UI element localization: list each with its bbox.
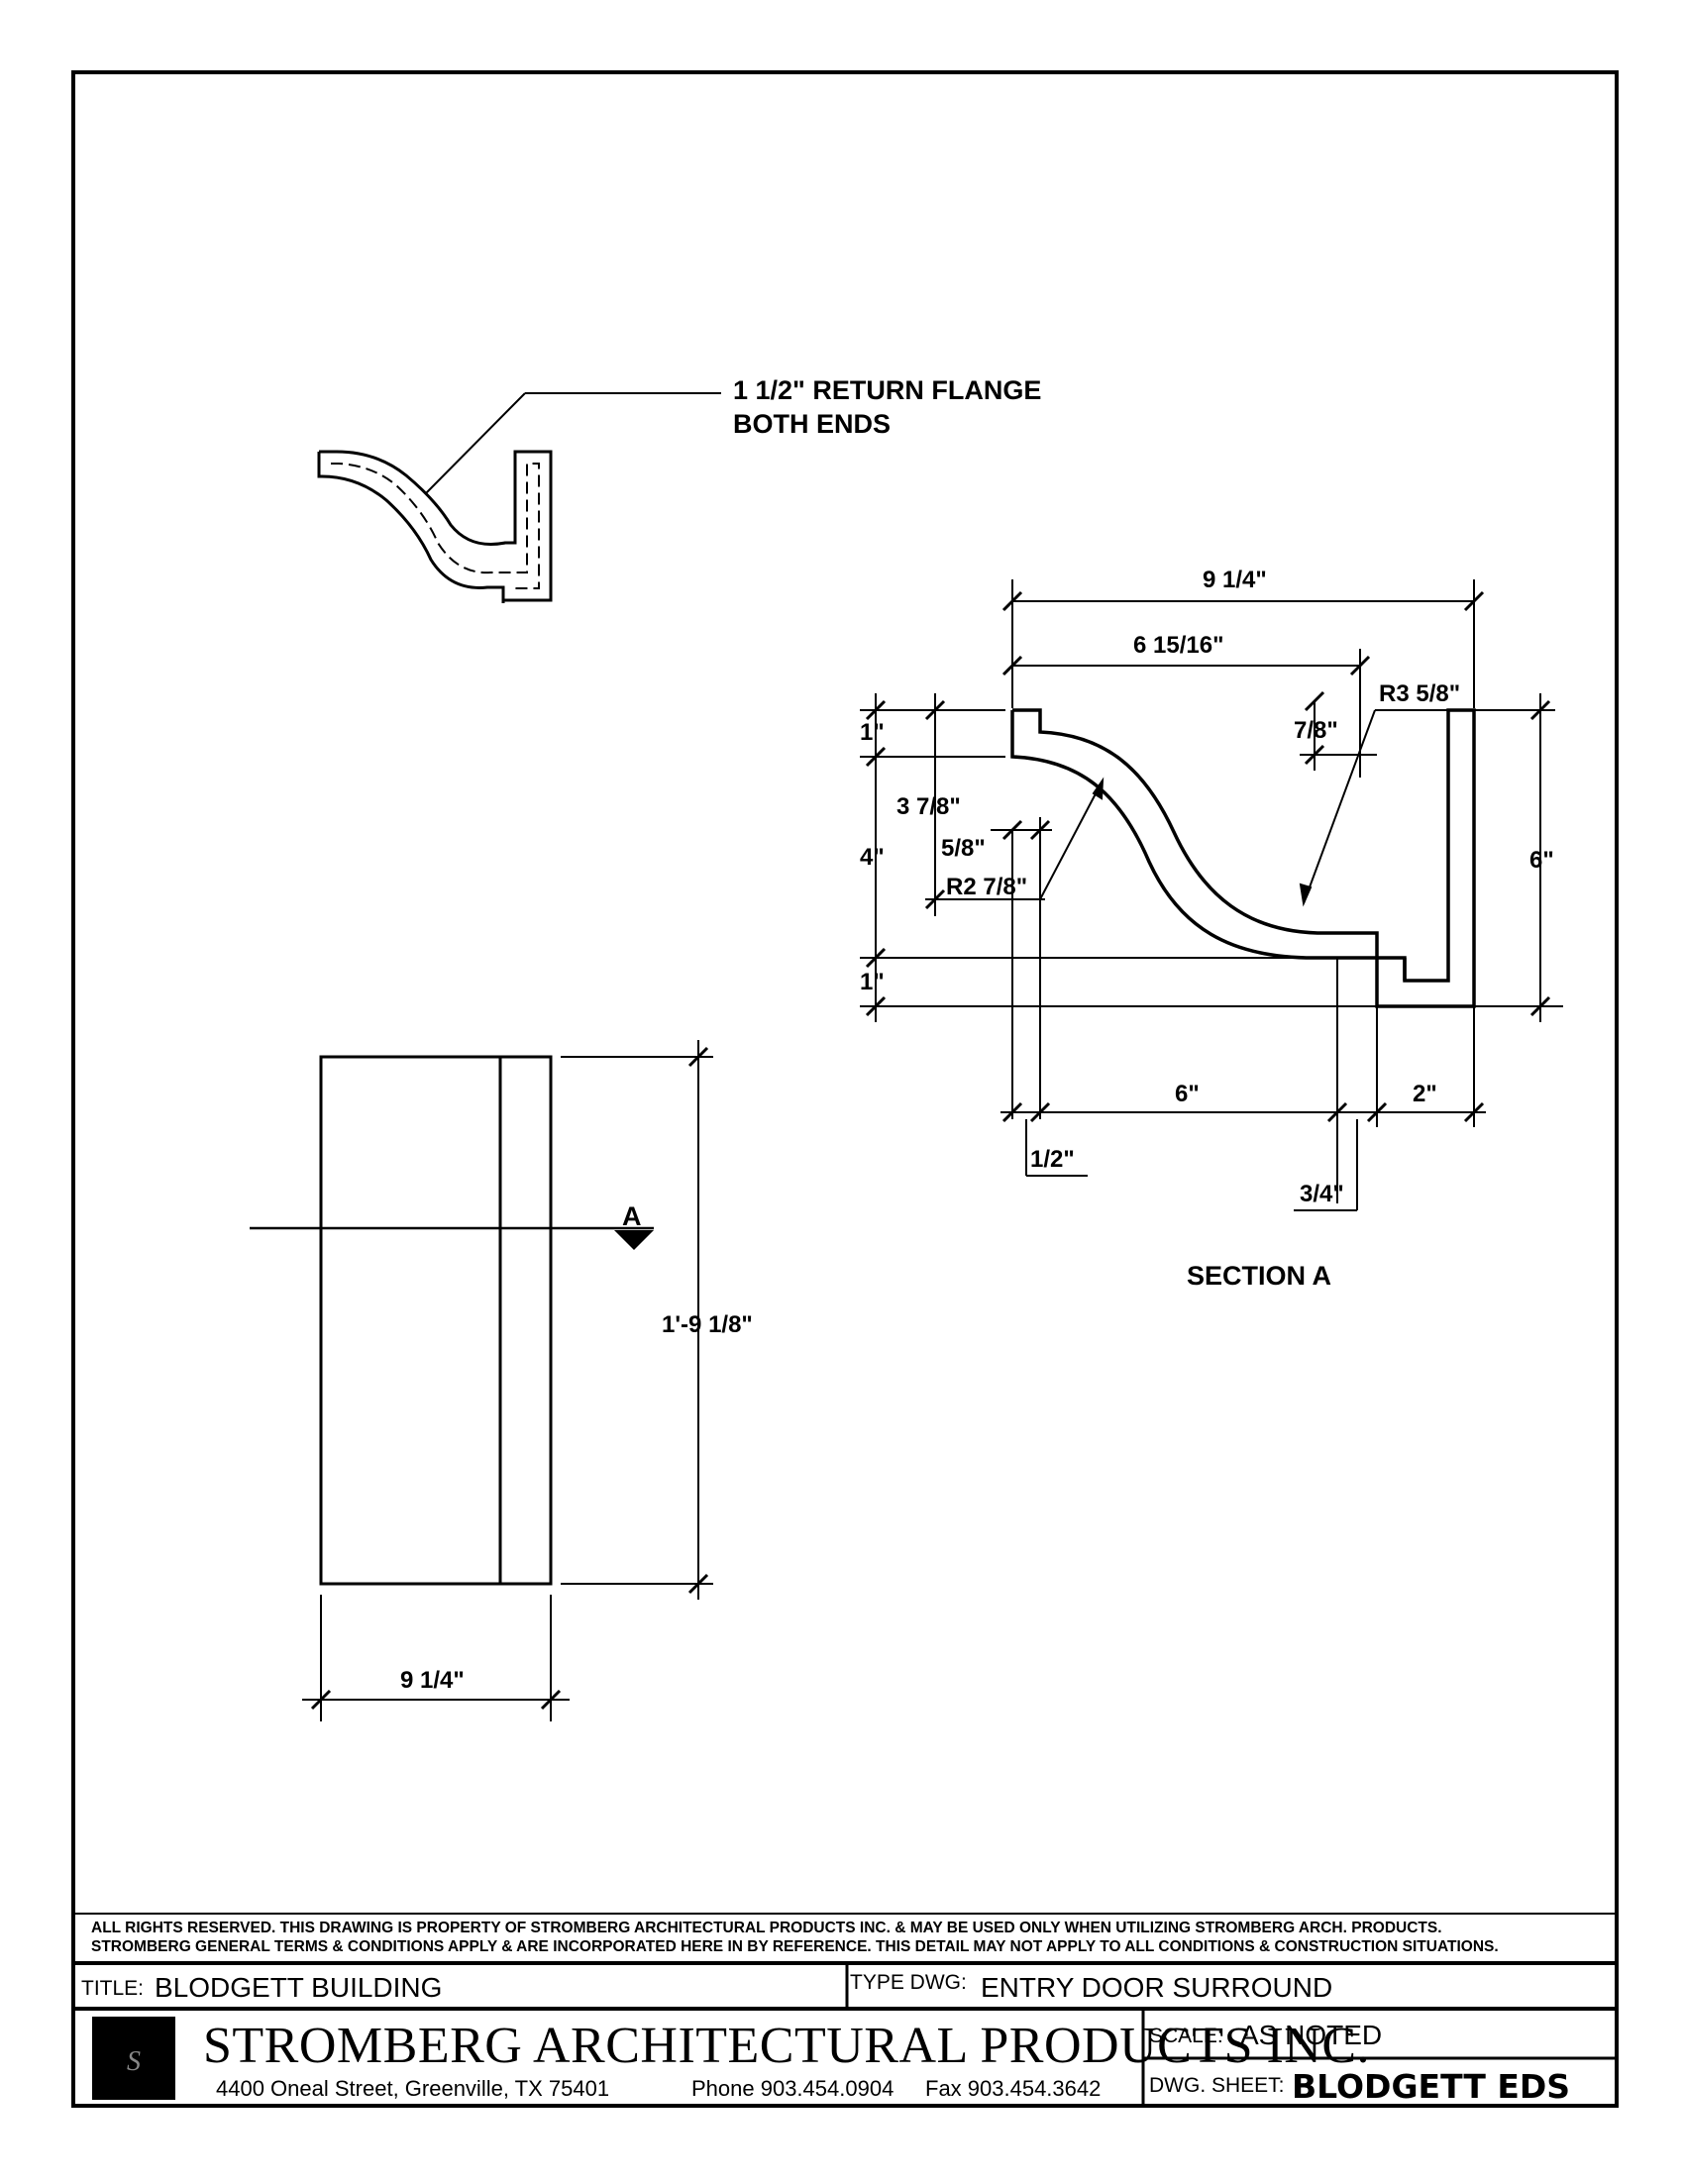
profile-sketch xyxy=(317,450,553,603)
dim-half: 1/2" xyxy=(1030,1146,1075,1173)
flange-note-line2: BOTH ENDS xyxy=(733,409,891,439)
dim-elevation-width: 9 1/4" xyxy=(400,1667,465,1694)
title-value: BLODGETT BUILDING xyxy=(155,1972,442,2003)
dim-small-offset: 7/8" xyxy=(1294,717,1338,744)
elevation-dimensions xyxy=(250,1040,713,1721)
scale-label: SCALE: xyxy=(1149,2025,1223,2047)
sheet-label: DWG. SHEET: xyxy=(1149,2074,1285,2097)
dim-depth: 3 7/8" xyxy=(896,793,961,820)
sheet-border xyxy=(71,70,1619,2108)
section-a-profile xyxy=(1010,708,1476,1008)
front-elevation xyxy=(319,1055,553,1586)
scale-value: AS NOTED xyxy=(1240,2020,1382,2050)
rights-line-1: ALL RIGHTS RESERVED. THIS DRAWING IS PRO… xyxy=(91,1920,1442,1936)
sheet-value: BLODGETT EDS xyxy=(1292,2067,1570,2106)
company-address: 4400 Oneal Street, Greenville, TX 75401 xyxy=(216,2076,609,2101)
type-dwg-value: ENTRY DOOR SURROUND xyxy=(981,1972,1332,2003)
dim-radius-small: R2 7/8" xyxy=(946,874,1027,900)
dim-overall-height: 6" xyxy=(1529,847,1554,874)
dim-bottom-flange: 1" xyxy=(860,969,885,995)
section-marker: A xyxy=(622,1201,642,1231)
dim-overall-width: 9 1/4" xyxy=(1203,567,1267,593)
dim-height-4: 4" xyxy=(860,844,885,871)
title-block xyxy=(73,1913,1617,2106)
dim-radius-large: R3 5/8" xyxy=(1379,680,1460,707)
company-phone: Phone 903.454.0904 xyxy=(691,2076,894,2101)
flange-note-line1: 1 1/2" RETURN FLANGE xyxy=(733,375,1041,405)
dim-elevation-height: 1'-9 1/8" xyxy=(662,1311,753,1338)
company-fax: Fax 903.454.3642 xyxy=(925,2076,1101,2101)
dim-upper-width: 6 15/16" xyxy=(1133,632,1223,659)
dim-bottom-6: 6" xyxy=(1175,1081,1200,1107)
dim-bottom-2: 2" xyxy=(1413,1081,1437,1107)
type-dwg-label: TYPE DWG: xyxy=(850,1971,967,1994)
dim-three-quarter: 3/4" xyxy=(1300,1181,1344,1207)
company-name: STROMBERG ARCHITECTURAL PRODUCTS INC. xyxy=(203,2018,1370,2074)
section-cut-arrow xyxy=(614,1230,654,1250)
dim-top-flange: 1" xyxy=(860,719,885,746)
dim-wall: 5/8" xyxy=(941,835,986,862)
logo-mark: S xyxy=(127,2046,141,2077)
company-logo xyxy=(92,2017,175,2100)
section-a-title: SECTION A xyxy=(1187,1261,1331,1291)
section-a-dimensions xyxy=(860,579,1563,1211)
title-label: TITLE: xyxy=(81,1977,144,2000)
flange-leader xyxy=(425,392,526,494)
rights-line-2: STROMBERG GENERAL TERMS & CONDITIONS APP… xyxy=(91,1938,1499,1955)
